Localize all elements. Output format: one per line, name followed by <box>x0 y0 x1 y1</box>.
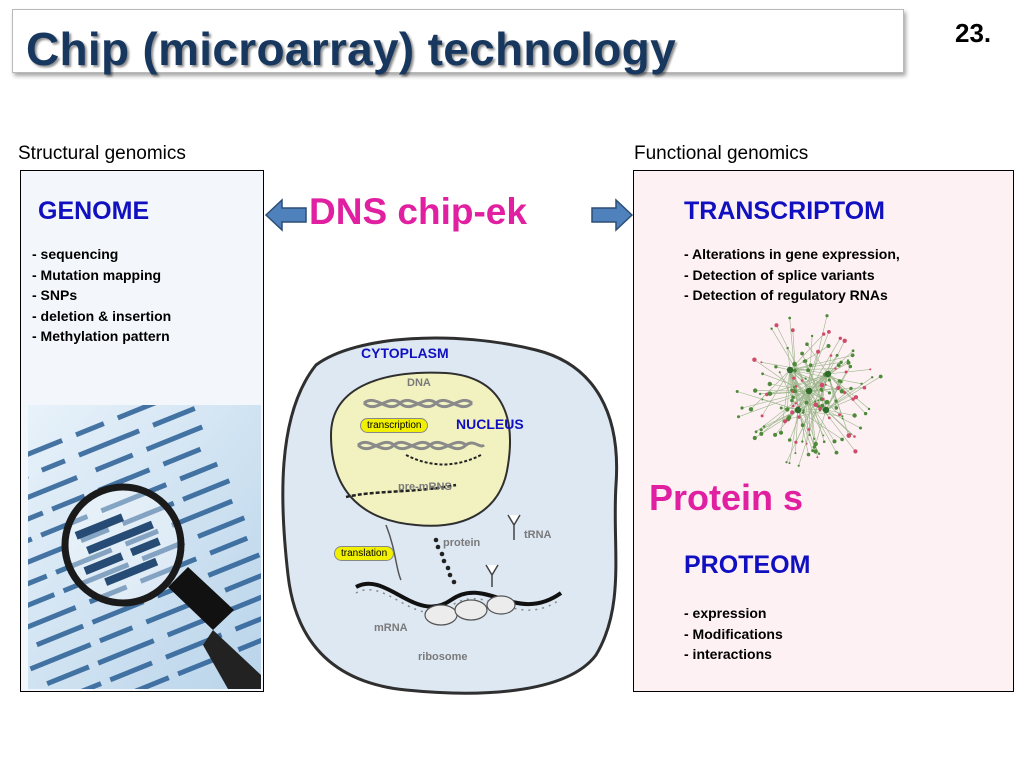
list-item: - expression <box>684 605 767 621</box>
list-item: - SNPs <box>32 287 78 303</box>
list-item: - Methylation pattern <box>32 328 170 344</box>
arrow-left-icon <box>264 198 307 232</box>
list-item: - Mutation mapping <box>32 266 162 283</box>
list-item: - Detection of regulatory RNAs <box>684 287 888 303</box>
list-item: - Alterations in gene expression, <box>684 246 900 262</box>
protein-chain <box>433 537 457 585</box>
dns-chip-heading: DNS chip-ek <box>309 191 527 232</box>
genome-heading: GENOME <box>38 197 150 225</box>
functional-genomics-label: Functional genomics <box>634 143 809 164</box>
arrow-right-icon <box>591 198 634 232</box>
structural-genomics-label: Structural genomics <box>18 143 186 164</box>
nucleus-label: NUCLEUS <box>456 416 524 432</box>
functional-genomics-panel <box>633 170 1014 692</box>
cell-diagram <box>281 336 619 695</box>
mrna-strand <box>355 581 563 609</box>
mrna-label: mRNA <box>374 622 408 634</box>
list-item: - Modifications <box>684 625 783 642</box>
dna-helix <box>356 398 486 451</box>
sequencing-gel-image <box>28 405 261 689</box>
protein-label: protein <box>443 537 481 549</box>
transcriptom-heading: TRANSCRIPTOM <box>684 197 885 225</box>
list-item: - sequencing <box>32 246 119 262</box>
list-item: - deletion & insertion <box>32 307 172 324</box>
genome-list: - sequencing - Mutation mapping - SNPs -… <box>32 244 171 347</box>
slide-title: Chip (microarray) technology <box>26 23 676 75</box>
trna-label: tRNA <box>524 529 552 541</box>
list-item: - interactions <box>684 646 772 662</box>
pre-mrna-label: pre-mRNS <box>398 481 452 493</box>
transcription-label: transcription <box>360 418 429 433</box>
slide-number: 23. <box>955 18 992 48</box>
cytoplasm-label: CYTOPLASM <box>361 345 449 361</box>
transcriptom-list: - Alterations in gene expression, - Dete… <box>684 244 900 306</box>
ribosomes <box>424 595 516 626</box>
trna-shapes <box>485 514 521 587</box>
dna-label: DNA <box>407 377 431 389</box>
translation-label: translation <box>334 546 395 561</box>
network-graph-image <box>735 314 883 467</box>
proteom-heading: PROTEOM <box>684 551 811 579</box>
ribosome-label: ribosome <box>418 651 468 663</box>
title-box <box>12 9 904 73</box>
protein-heading: Protein s <box>649 477 804 518</box>
list-item: - Detection of splice variants <box>684 266 875 283</box>
proteom-list: - expression - Modifications - interacti… <box>684 603 783 665</box>
